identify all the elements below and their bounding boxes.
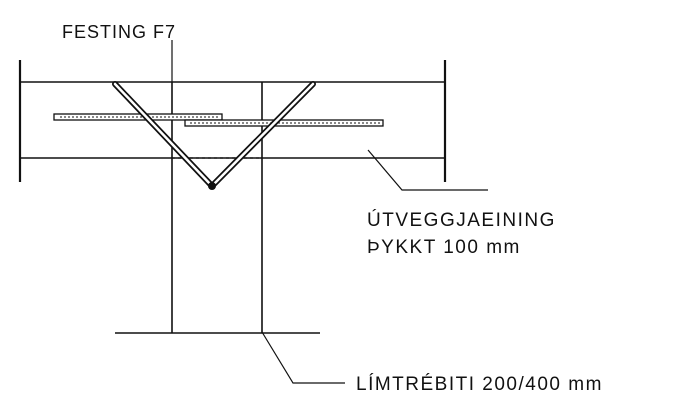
diagonal-screw-left-core <box>113 82 214 188</box>
wall-element-label-line1: ÚTVEGGJAEINING <box>367 209 556 231</box>
wall-element-label-line2: ÞYKKT 100 mm <box>367 237 521 258</box>
diagonal-screw-right-core <box>210 82 315 188</box>
diagonal-screws <box>112 81 316 190</box>
wall-element-leader <box>367 149 488 191</box>
beam-label: LÍMTRÉBITI 200/400 mm <box>356 374 603 395</box>
horizontal-screws <box>53 113 384 127</box>
fastener-label: FESTING F7 <box>62 22 176 42</box>
beam-leader <box>261 331 345 384</box>
screw-intersection-point <box>208 182 216 190</box>
leader-lines <box>171 40 488 384</box>
